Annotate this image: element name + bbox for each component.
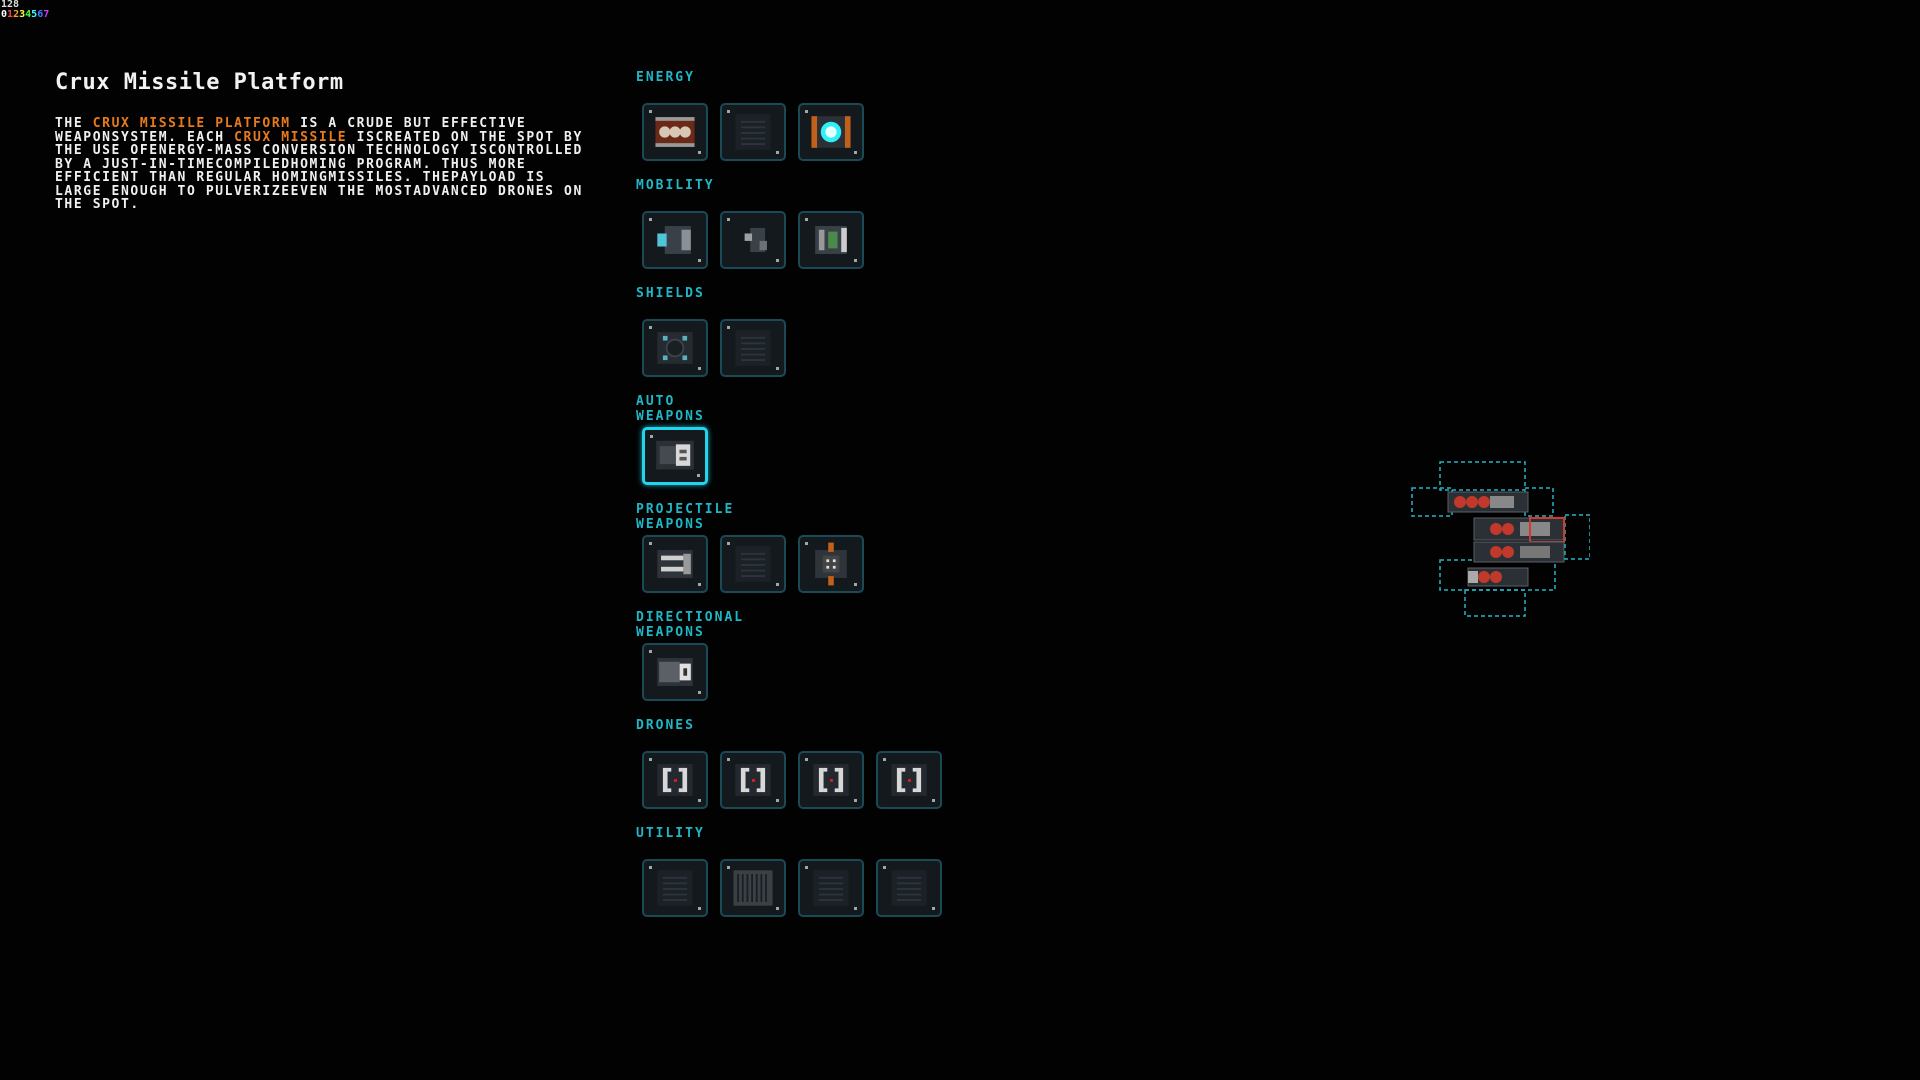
module-slot[interactable] — [642, 319, 708, 377]
empty-slot-icon — [657, 870, 693, 906]
ship-blueprint — [1411, 461, 1591, 617]
debug-digit: 4 — [25, 9, 32, 20]
module-slot[interactable] — [798, 751, 864, 809]
small-thruster-icon — [744, 227, 767, 253]
slot-row — [642, 859, 942, 917]
item-title: Crux Missile Platform — [55, 70, 344, 95]
turret-icon — [815, 542, 847, 586]
module-slot[interactable] — [720, 103, 786, 161]
module-slot[interactable] — [798, 859, 864, 917]
section-label: Shields — [636, 286, 705, 301]
module-slot[interactable] — [798, 211, 864, 269]
module-slot[interactable] — [798, 535, 864, 593]
module-slot[interactable] — [642, 535, 708, 593]
empty-slot-icon — [735, 114, 771, 150]
section-label: Drones — [636, 718, 695, 733]
section-label: Projectile Weapons — [636, 502, 735, 532]
thruster-icon — [657, 226, 691, 254]
desc-text-1: The — [55, 116, 93, 131]
drone-bay-icon — [891, 764, 927, 796]
module-slot[interactable] — [720, 859, 786, 917]
debug-overlay: 128 01234567 — [1, 0, 49, 20]
debug-counter: 128 — [1, 0, 20, 10]
desc-text-3: iscreated on the spot by the use ofenerg… — [55, 129, 583, 212]
module-slot[interactable] — [720, 751, 786, 809]
module-slot[interactable] — [720, 319, 786, 377]
debug-digit: 3 — [19, 9, 26, 20]
engine-icon — [815, 226, 847, 254]
desc-text-2: is a crude but effective weaponsystem. E… — [55, 116, 527, 145]
section-label: Mobility — [636, 178, 715, 193]
drone-bay-icon — [735, 764, 771, 796]
module-slot[interactable] — [642, 751, 708, 809]
slot-row — [642, 751, 942, 809]
slot-row — [642, 319, 786, 377]
debug-digit: 1 — [7, 9, 14, 20]
module-slot[interactable] — [642, 643, 708, 701]
missile-platform-icon — [656, 440, 694, 470]
module-slot[interactable] — [720, 211, 786, 269]
section-label: Utility — [636, 826, 705, 841]
shield-generator-icon — [657, 332, 693, 364]
desc-highlight-1: Crux Missile Platform — [92, 116, 291, 131]
drone-bay-icon — [813, 764, 849, 796]
item-info-panel: Crux Missile Platform The Crux Missile P… — [55, 70, 595, 212]
empty-slot-icon — [735, 546, 771, 582]
vent-grille-icon — [733, 870, 773, 906]
gatling-icon — [657, 658, 693, 686]
module-slot[interactable] — [876, 859, 942, 917]
debug-digit: 0 — [1, 9, 8, 20]
module-slot[interactable] — [876, 751, 942, 809]
ship-preview — [1410, 460, 1591, 620]
module-slot[interactable] — [642, 427, 708, 485]
debug-digit: 7 — [43, 9, 50, 20]
desc-highlight-2: Crux Missile — [234, 129, 348, 145]
section-label: Energy — [636, 70, 695, 85]
module-slot[interactable] — [798, 103, 864, 161]
slot-row — [642, 535, 864, 593]
debug-digit: 5 — [31, 9, 38, 20]
reactor-icon — [655, 117, 695, 147]
module-slot[interactable] — [720, 535, 786, 593]
slot-row — [642, 427, 708, 485]
drone-bay-icon — [657, 764, 693, 796]
energy-core-icon — [811, 116, 851, 148]
debug-digit: 6 — [37, 9, 44, 20]
item-description: The Crux Missile Platform is a crude but… — [55, 117, 595, 212]
empty-slot-icon — [891, 870, 927, 906]
module-slot[interactable] — [642, 211, 708, 269]
slot-row — [642, 211, 864, 269]
section-label: Auto Weapons — [636, 394, 705, 424]
cannon-icon — [657, 550, 693, 578]
slot-row — [642, 643, 708, 701]
empty-slot-icon — [813, 870, 849, 906]
empty-slot-icon — [735, 330, 771, 366]
section-label: Directional Weapons — [636, 610, 745, 640]
debug-digit: 2 — [13, 9, 20, 20]
slot-row — [642, 103, 864, 161]
debug-digits: 01234567 — [1, 10, 49, 20]
module-slot[interactable] — [642, 859, 708, 917]
module-slot[interactable] — [642, 103, 708, 161]
